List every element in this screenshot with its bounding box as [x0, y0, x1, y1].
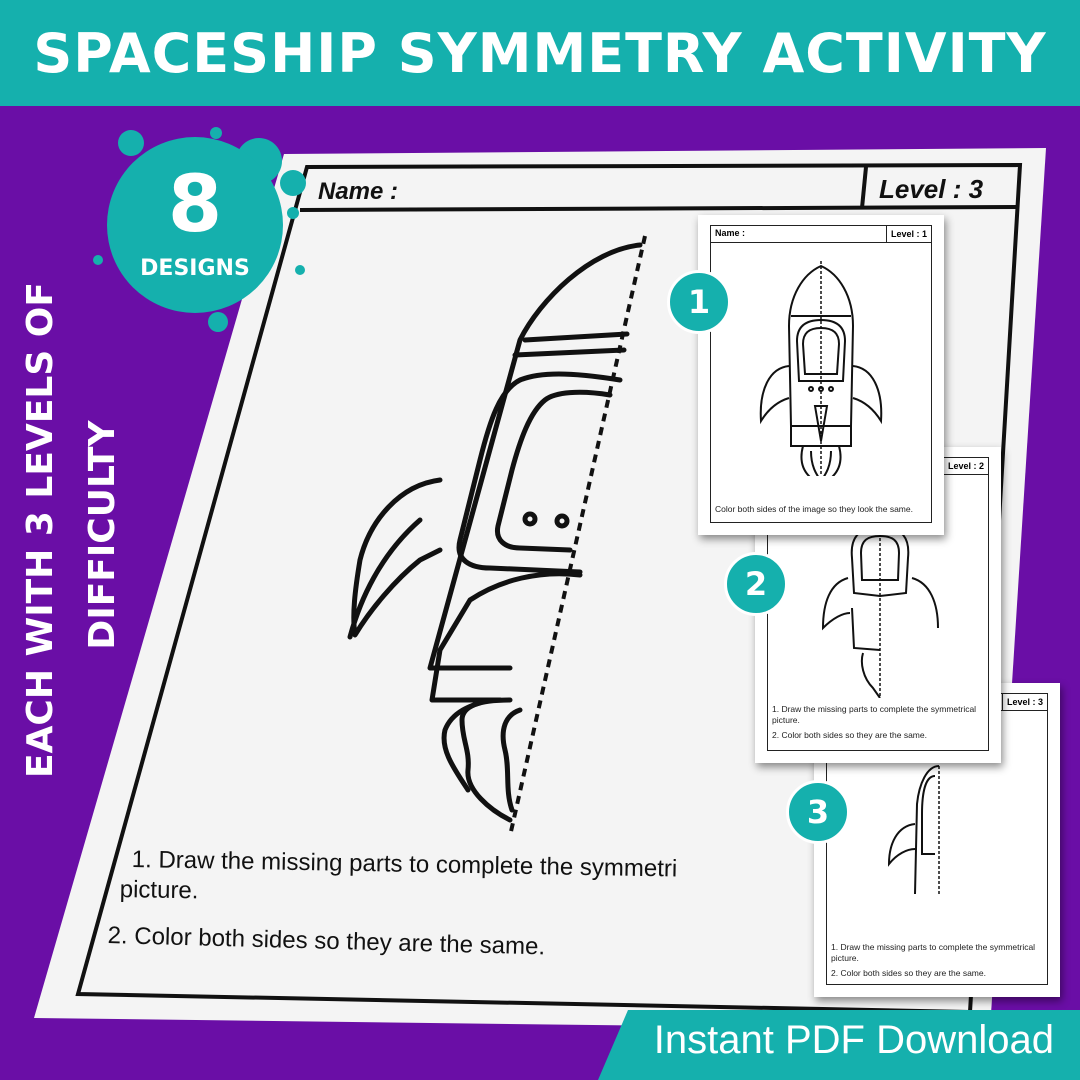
- bubble-dot: [295, 265, 305, 275]
- designs-label: DESIGNS: [140, 256, 250, 281]
- thumbnail-name-label: Name :: [715, 228, 746, 238]
- side-text-line1: EACH WITH 3 LEVELS OF: [20, 281, 61, 779]
- thumbnail-level-label: Level : 1: [885, 226, 931, 242]
- thumbnail-instruction-1b: picture.: [772, 715, 800, 725]
- thumbnail-rocket: [821, 518, 939, 698]
- thumbnail-number-3: 3: [786, 780, 850, 844]
- worksheet-name-label: Name :: [318, 178, 399, 205]
- thumbnail-instruction-2: 2. Color both sides so they are the same…: [772, 730, 927, 740]
- side-text-line2: DIFFICULTY: [82, 420, 123, 650]
- thumbnail-rocket: [759, 261, 883, 476]
- bubble-dot: [210, 127, 222, 139]
- title-banner: SPACESHIP SYMMETRY ACTIVITY: [0, 0, 1080, 106]
- symmetry-dashed-line: [508, 235, 647, 837]
- worksheet-level-label: Level : 3: [879, 174, 984, 204]
- thumbnail-instruction-1b: picture.: [831, 953, 859, 963]
- bubble-dot: [208, 312, 228, 332]
- thumbnail-instruction-1: Color both sides of the image so they lo…: [715, 504, 913, 514]
- thumbnail-instruction-1: 1. Draw the missing parts to complete th…: [831, 942, 1036, 952]
- thumbnail-level-label: Level : 2: [942, 458, 988, 474]
- bubble-dot: [118, 130, 144, 156]
- designs-count: 8: [167, 160, 223, 250]
- rocket-half-drawing: [347, 242, 643, 823]
- thumbnail-header: Name : Level : 1: [711, 226, 931, 243]
- thumbnail-border: Name : Level : 1 Color both sides of the…: [710, 225, 932, 523]
- worksheet-level-divider: [860, 166, 868, 209]
- thumbnail-number-1: 1: [667, 270, 731, 334]
- designs-badge: [107, 137, 283, 313]
- bubble-dot: [287, 207, 299, 219]
- thumbnail-instruction-2: 2. Color both sides so they are the same…: [831, 968, 986, 978]
- page-title: SPACESHIP SYMMETRY ACTIVITY: [33, 21, 1047, 85]
- worksheet-header-line: [299, 205, 1017, 212]
- thumbnail-rocket: [887, 765, 940, 894]
- bubble-dot: [280, 170, 306, 196]
- thumbnail-number-2: 2: [724, 552, 788, 616]
- thumbnail-instruction-1: 1. Draw the missing parts to complete th…: [772, 704, 977, 714]
- bubble-dot: [93, 255, 103, 265]
- instant-download-label: Instant PDF Download: [653, 1018, 1054, 1062]
- worksheet-instruction-1b: picture.: [119, 876, 199, 905]
- thumbnail-level-1: Name : Level : 1 Color both sides of the…: [698, 215, 944, 535]
- thumbnail-level-label: Level : 3: [1001, 694, 1047, 710]
